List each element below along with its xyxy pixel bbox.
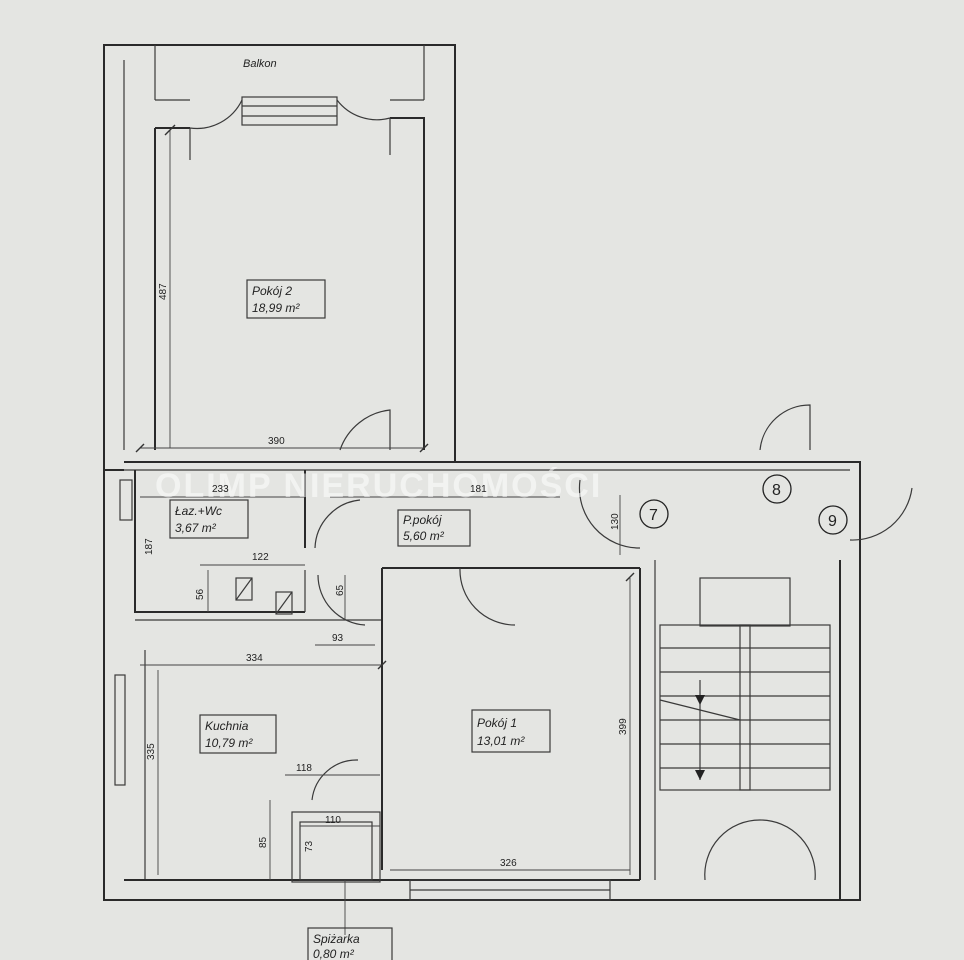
dim-pokoj1-width: 326 — [500, 858, 517, 869]
dim-spizarka-110: 110 — [325, 815, 341, 826]
svg-text:9: 9 — [828, 513, 837, 530]
dim-spizarka-85: 85 — [258, 836, 269, 848]
svg-text:7: 7 — [649, 507, 658, 524]
svg-text:5,60 m²: 5,60 m² — [403, 529, 445, 543]
dim-pokoj1-height: 399 — [618, 718, 629, 735]
stair-number-8: 8 — [762, 474, 792, 504]
room-label-spizarka: Spiżarka 0,80 m² — [307, 927, 393, 960]
dim-pokoj2-height: 487 — [158, 283, 169, 300]
dim-wc-width: 122 — [252, 552, 269, 563]
dim-spizarka-73: 73 — [304, 840, 315, 852]
svg-text:P.pokój: P.pokój — [403, 513, 442, 527]
watermark: OLIMP NIERUCHOMOŚCI — [155, 467, 602, 505]
svg-text:0,80 m²: 0,80 m² — [313, 947, 355, 960]
svg-text:8: 8 — [772, 482, 781, 499]
svg-text:18,99 m²: 18,99 m² — [252, 301, 300, 315]
svg-text:10,79 m²: 10,79 m² — [205, 736, 253, 750]
room-label-przedpokoj: P.pokój 5,60 m² — [397, 509, 471, 547]
room-label-lazienka: Łaz.+Wc 3,67 m² — [169, 499, 249, 539]
dim-pokoj2-width: 390 — [268, 436, 285, 447]
dim-wc-height: 56 — [195, 588, 206, 600]
svg-text:Pokój 1: Pokój 1 — [477, 716, 517, 730]
svg-text:Kuchnia: Kuchnia — [205, 719, 249, 733]
dim-lazienka-width: 233 — [212, 484, 229, 495]
dim-hall-height: 130 — [610, 513, 621, 530]
dim-spizarka-118: 118 — [296, 763, 312, 774]
svg-text:13,01 m²: 13,01 m² — [477, 734, 525, 748]
svg-text:Spiżarka: Spiżarka — [313, 932, 360, 946]
svg-text:Łaz.+Wc: Łaz.+Wc — [175, 504, 222, 518]
dim-przedpokoj-width: 181 — [470, 484, 487, 495]
svg-text:Pokój 2: Pokój 2 — [252, 284, 292, 298]
dim-door-93: 93 — [332, 633, 344, 644]
stair-number-7: 7 — [639, 499, 669, 529]
room-pokoj-2-walls — [103, 44, 456, 471]
dim-kuchnia-height: 335 — [146, 743, 157, 760]
room-label-kuchnia: Kuchnia 10,79 m² — [199, 714, 277, 754]
room-label-pokoj-2: Pokój 2 18,99 m² — [246, 279, 326, 319]
dim-kuchnia-width: 334 — [246, 653, 263, 664]
svg-text:3,67 m²: 3,67 m² — [175, 521, 217, 535]
dimension-lines — [135, 124, 635, 935]
room-label-pokoj-1: Pokój 1 13,01 m² — [471, 709, 551, 753]
dim-door-65: 65 — [335, 584, 346, 596]
balcony-label: Balkon — [243, 58, 277, 70]
hall-walls — [103, 461, 861, 901]
staircase — [659, 577, 831, 791]
stair-number-9: 9 — [818, 505, 848, 535]
doors — [311, 404, 913, 881]
dim-lazienka-height: 187 — [144, 538, 155, 555]
